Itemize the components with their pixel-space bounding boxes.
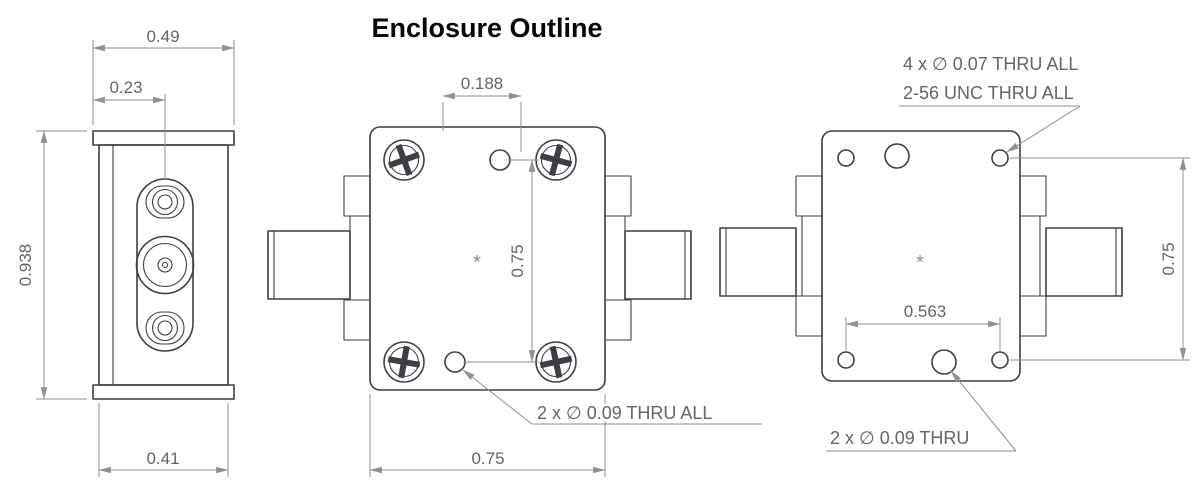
right-flange-tab bbox=[1019, 295, 1047, 337]
center-mark: * bbox=[916, 252, 924, 274]
screw-head-inner bbox=[388, 144, 420, 176]
dimension-height: 0.938 bbox=[14, 130, 87, 400]
right-threaded-barrel bbox=[624, 230, 692, 300]
right-flange-tab bbox=[604, 299, 632, 341]
bottom-cover-edge bbox=[92, 384, 235, 400]
drawing-title: Enclosure Outline bbox=[371, 13, 602, 43]
dimension-hole-spacing-horizontal: 0.563 bbox=[845, 300, 1001, 352]
back-view-body bbox=[719, 130, 1123, 382]
thru-hole bbox=[884, 143, 910, 169]
dimension-text: 0.563 bbox=[904, 302, 947, 321]
left-flange-tab bbox=[795, 295, 823, 337]
dimension-text: 0.938 bbox=[16, 244, 35, 287]
right-connector-collar bbox=[1019, 215, 1041, 297]
top-pin-outer bbox=[151, 188, 179, 216]
callout-text: 2 x ∅ 0.09 THRU bbox=[830, 428, 969, 448]
tapped-hole bbox=[991, 351, 1009, 369]
callout-text: 2 x ∅ 0.09 THRU ALL bbox=[537, 403, 712, 423]
plate-outline bbox=[136, 178, 194, 352]
bottom-pin-inner bbox=[157, 320, 173, 336]
callout-tapped-holes: 4 x ∅ 0.07 THRU ALL 2-56 UNC THRU ALL bbox=[899, 52, 1081, 153]
bottom-pin-boss bbox=[145, 311, 185, 345]
dimension-connector-offset: 0.23 bbox=[92, 76, 166, 180]
left-threaded-barrel bbox=[719, 227, 797, 297]
left-threaded-barrel bbox=[267, 230, 351, 300]
dimension-body-width: 0.75 bbox=[369, 394, 606, 477]
dimension-body-width: 0.41 bbox=[98, 403, 229, 477]
connector-plate bbox=[135, 178, 195, 352]
tapped-hole bbox=[991, 149, 1009, 167]
left-flange-tab bbox=[795, 175, 823, 217]
left-flange-tab bbox=[343, 299, 371, 341]
tapped-hole bbox=[837, 149, 855, 167]
dimension-height: 0.75 bbox=[1010, 157, 1190, 361]
enclosure-body bbox=[98, 144, 229, 386]
dimension-text: 0.23 bbox=[109, 78, 142, 97]
screw-head bbox=[383, 341, 425, 383]
sma-connector-thread bbox=[142, 242, 188, 288]
leader-line bbox=[1006, 105, 1081, 153]
dimension-text: 0.75 bbox=[1159, 242, 1178, 275]
callout-text-line1: 4 x ∅ 0.07 THRU ALL bbox=[903, 54, 1078, 74]
corner-screw bbox=[383, 341, 425, 383]
callout-thru-holes: 2 x ∅ 0.09 THRU ALL bbox=[462, 369, 762, 426]
back-view: * 4 x ∅ 0.07 THRU ALL 2-56 UNC THRU ALL … bbox=[719, 52, 1190, 452]
thru-hole bbox=[444, 351, 466, 373]
dimension-text: 0.75 bbox=[471, 449, 504, 468]
tapped-hole bbox=[837, 351, 855, 369]
corner-screw bbox=[383, 139, 425, 181]
dimension-hole-offset: 0.188 bbox=[442, 72, 522, 152]
corner-screw bbox=[535, 341, 577, 383]
sma-dielectric bbox=[157, 257, 173, 273]
dimension-text: 0.75 bbox=[508, 244, 527, 277]
center-mark: * bbox=[473, 252, 481, 274]
dimension-hole-spacing-vertical: 0.75 bbox=[463, 159, 539, 363]
side-view: 0.49 0.23 0.938 0.41 bbox=[14, 25, 235, 477]
top-pin-boss bbox=[145, 185, 185, 219]
leader-line bbox=[950, 370, 1017, 452]
bottom-pin-outer bbox=[151, 314, 179, 342]
sma-connector-outer bbox=[135, 235, 195, 295]
left-flange-tab bbox=[343, 175, 371, 217]
corner-screw bbox=[535, 139, 577, 181]
dimension-top-width: 0.49 bbox=[92, 25, 235, 125]
side-view-body bbox=[92, 130, 235, 400]
callout-thru-holes: 2 x ∅ 0.09 THRU bbox=[826, 370, 1017, 452]
left-connector-collar bbox=[349, 215, 371, 301]
top-cover-edge bbox=[92, 130, 235, 146]
thru-hole bbox=[931, 349, 957, 375]
right-threaded-barrel bbox=[1045, 227, 1123, 297]
front-view-body bbox=[267, 126, 692, 391]
thru-hole bbox=[489, 149, 511, 171]
sma-center-pin bbox=[161, 261, 169, 269]
dimension-text: 0.188 bbox=[461, 74, 504, 93]
screw-head-inner bbox=[540, 346, 572, 378]
left-connector-collar bbox=[801, 215, 823, 297]
right-connector-collar bbox=[604, 215, 626, 301]
callout-text-line2: 2-56 UNC THRU ALL bbox=[903, 83, 1074, 103]
right-flange-tab bbox=[604, 175, 632, 217]
screw-head bbox=[383, 139, 425, 181]
screw-head-inner bbox=[540, 144, 572, 176]
right-flange-tab bbox=[1019, 175, 1047, 217]
top-pin-inner bbox=[157, 194, 173, 210]
leader-line bbox=[462, 369, 533, 425]
dimension-text: 0.49 bbox=[146, 27, 179, 46]
front-view: * 0.188 0.75 0.75 2 x ∅ 0.09 THRU ALL bbox=[267, 72, 762, 477]
dimension-text: 0.41 bbox=[146, 449, 179, 468]
